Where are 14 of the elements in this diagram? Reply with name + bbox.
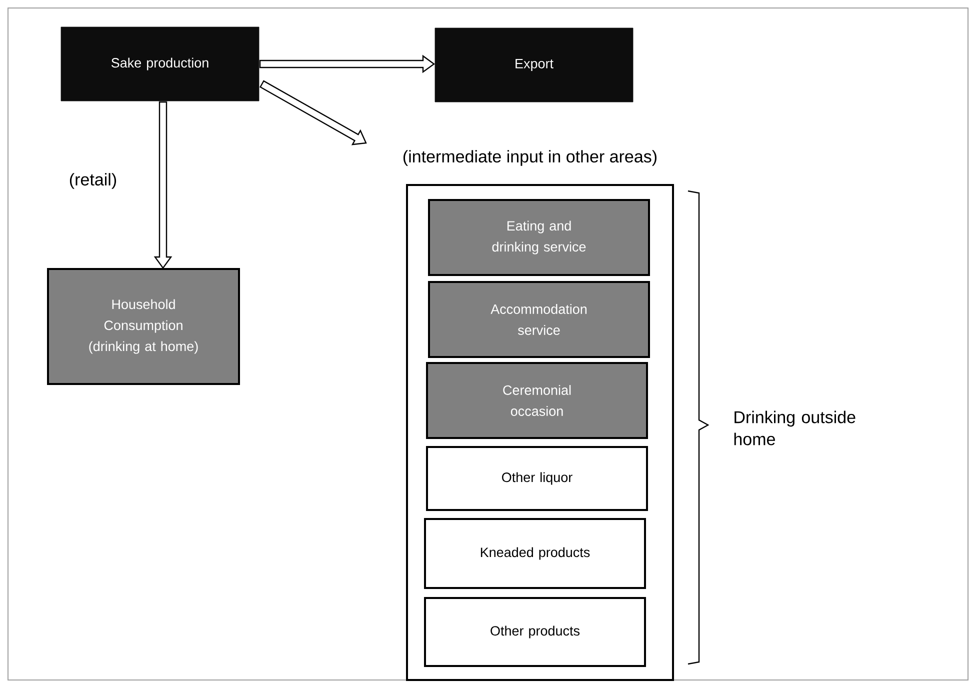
category-box: Eating and drinking service (428, 199, 650, 276)
process-box: Export (434, 28, 634, 102)
category-box: Accommodation service (428, 281, 650, 358)
edge-label: (retail) (68, 172, 118, 190)
category-box: Ceremonial occasion (426, 362, 648, 439)
bracket-label: Drinking outside home (734, 410, 856, 446)
process-box: Sake production (60, 26, 260, 102)
arrow (259, 54, 436, 74)
category-box: Household Consumption (drinking at home) (47, 268, 240, 385)
category-box: Kneaded products (424, 518, 646, 589)
arrow (154, 101, 172, 270)
group-heading: (intermediate input in other areas) (404, 150, 656, 166)
category-box: Other products (424, 597, 646, 667)
category-box: Other liquor (426, 446, 648, 511)
